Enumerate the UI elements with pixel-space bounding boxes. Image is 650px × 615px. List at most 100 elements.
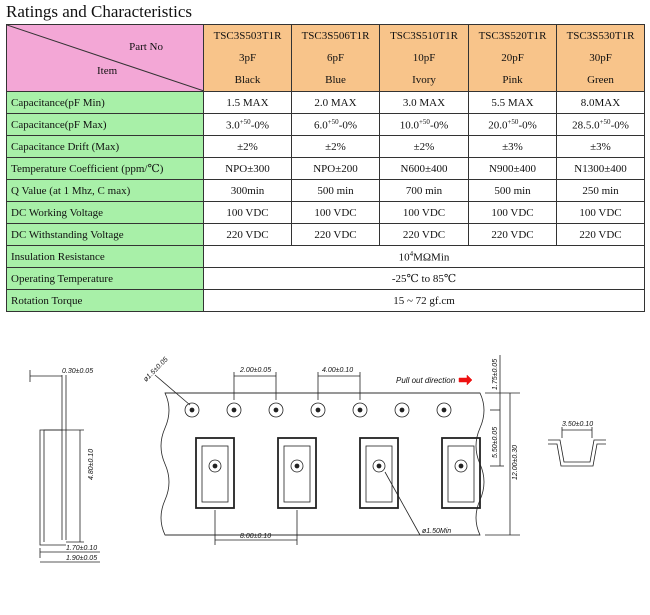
part-capacitance: 20pF bbox=[501, 52, 524, 64]
table-row: Capacitance(pF Min) 1.5 MAX 2.0 MAX 3.0 … bbox=[6, 91, 645, 114]
table-cell: 20.0+50-0% bbox=[468, 113, 557, 136]
part-code: TSC3S520T1R bbox=[478, 30, 547, 42]
value-post: MΩMin bbox=[413, 251, 450, 264]
cap-tolerance-minus: -0% bbox=[250, 119, 270, 132]
table-cell: 220 VDC bbox=[556, 223, 645, 246]
dim-label: 1.70±0.10 bbox=[66, 545, 97, 552]
table-cell: ±2% bbox=[291, 135, 380, 158]
dim-label: 1.75±0.05 bbox=[492, 359, 499, 390]
dim-label: 4.80±0.10 bbox=[88, 449, 95, 480]
ratings-table: Part No Item TSC3S503T1R 3pF Black TSC3S… bbox=[6, 24, 645, 312]
table-row: Temperature Coefficient (ppm/℃) NPO±300 … bbox=[6, 157, 645, 180]
table-cell: 500 min bbox=[291, 179, 380, 202]
table-cell: 28.5.0+50-0% bbox=[556, 113, 645, 136]
part-color: Green bbox=[587, 74, 614, 86]
part-no-label: Part No bbox=[129, 41, 163, 53]
cap-tolerance-plus: +50 bbox=[327, 117, 339, 126]
table-cell: 220 VDC bbox=[291, 223, 380, 246]
cap-tolerance-minus: -0% bbox=[518, 119, 537, 132]
dim-label: ø1.50Min bbox=[422, 528, 451, 535]
part-color: Black bbox=[234, 74, 261, 86]
table-cell: 10.0+50-0% bbox=[379, 113, 469, 136]
table-cell: 100 VDC bbox=[379, 201, 469, 224]
table-row: Capacitance(pF Max) 3.0+50-0% 6.0+50-0% … bbox=[6, 113, 645, 136]
part-item-header: Part No Item bbox=[6, 24, 204, 92]
row-label: DC Withstanding Voltage bbox=[6, 223, 204, 246]
table-cell: 100 VDC bbox=[291, 201, 380, 224]
part-header-5: TSC3S530T1R 30pF Green bbox=[556, 24, 645, 92]
tape-top-view bbox=[160, 392, 485, 536]
header-row: Part No Item TSC3S503T1R 3pF Black TSC3S… bbox=[6, 24, 645, 92]
dim-label: ø1.5±0.05 bbox=[142, 356, 169, 383]
cap-tolerance-plus: +50 bbox=[239, 117, 251, 126]
dim-label: 8.00±0.10 bbox=[240, 533, 271, 540]
table-row: DC Working Voltage 100 VDC 100 VDC 100 V… bbox=[6, 201, 645, 224]
table-cell: 100 VDC bbox=[468, 201, 557, 224]
dim-label: 4.00±0.10 bbox=[322, 367, 353, 374]
part-capacitance: 6pF bbox=[326, 52, 345, 64]
part-code: TSC3S510T1R bbox=[390, 30, 458, 42]
table-cell: 100 VDC bbox=[556, 201, 645, 224]
table-cell: 220 VDC bbox=[203, 223, 292, 246]
table-cell: ±2% bbox=[379, 135, 469, 158]
row-label: DC Working Voltage bbox=[6, 201, 204, 224]
cap-tolerance-minus: -0% bbox=[429, 119, 449, 132]
table-cell: 100 VDC bbox=[203, 201, 292, 224]
row-label: Temperature Coefficient (ppm/℃) bbox=[6, 157, 204, 180]
table-row: Insulation Resistance 104MΩMin bbox=[6, 245, 645, 268]
row-label: Operating Temperature bbox=[6, 267, 204, 290]
cap-base: 28.5.0 bbox=[572, 119, 600, 132]
part-capacitance: 30pF bbox=[589, 52, 612, 64]
table-row: Capacitance Drift (Max) ±2% ±2% ±2% ±3% … bbox=[6, 135, 645, 158]
table-cell: 3.0+50-0% bbox=[203, 113, 292, 136]
part-capacitance: 3pF bbox=[238, 52, 257, 64]
row-label: Capacitance(pF Min) bbox=[6, 91, 204, 114]
part-code: TSC3S503T1R bbox=[213, 30, 282, 42]
dim-label: 3.50±0.10 bbox=[562, 421, 593, 428]
cap-base: 3.0 bbox=[225, 119, 240, 132]
table-cell: 15 ~ 72 gf.cm bbox=[203, 289, 645, 312]
table-cell: 6.0+50-0% bbox=[291, 113, 380, 136]
table-cell: N600±400 bbox=[379, 157, 469, 180]
value-exponent: 4 bbox=[409, 249, 414, 258]
part-header-1: TSC3S503T1R 3pF Black bbox=[203, 24, 292, 92]
table-cell: 300min bbox=[203, 179, 292, 202]
table-row: Q Value (at 1 Mhz, C max) 300min 500 min… bbox=[6, 179, 645, 202]
table-cell: 500 min bbox=[468, 179, 557, 202]
row-label: Q Value (at 1 Mhz, C max) bbox=[6, 179, 204, 202]
cap-tolerance-plus: +50 bbox=[418, 117, 430, 126]
table-cell: 3.0 MAX bbox=[379, 91, 469, 114]
dim-label: 12.00±0.30 bbox=[512, 445, 519, 480]
cap-base: 10.0 bbox=[399, 119, 419, 132]
pull-out-arrow-icon bbox=[458, 374, 473, 386]
table-cell: ±3% bbox=[468, 135, 557, 158]
table-cell: N900±400 bbox=[468, 157, 557, 180]
row-label: Capacitance(pF Max) bbox=[6, 113, 204, 136]
pocket-section-view bbox=[548, 427, 606, 467]
table-cell: 1.5 MAX bbox=[203, 91, 292, 114]
table-row: Operating Temperature -25℃ to 85℃ bbox=[6, 267, 645, 290]
cap-base: 6.0 bbox=[313, 119, 328, 132]
table-cell: ±2% bbox=[203, 135, 292, 158]
table-cell: 700 min bbox=[379, 179, 469, 202]
table-cell: 2.0 MAX bbox=[291, 91, 380, 114]
row-label: Rotation Torque bbox=[6, 289, 204, 312]
page-title: Ratings and Characteristics bbox=[6, 2, 193, 21]
cap-tolerance-plus: +50 bbox=[507, 117, 519, 126]
part-capacitance: 10pF bbox=[412, 52, 436, 64]
cap-tolerance-minus: -0% bbox=[338, 119, 358, 132]
part-color: Blue bbox=[325, 74, 346, 86]
table-cell: -25℃ to 85℃ bbox=[203, 267, 645, 290]
part-header-4: TSC3S520T1R 20pF Pink bbox=[468, 24, 557, 92]
table-cell: 220 VDC bbox=[468, 223, 557, 246]
item-label: Item bbox=[97, 65, 118, 77]
dim-label: 2.00±0.05 bbox=[239, 367, 271, 374]
row-label: Insulation Resistance bbox=[6, 245, 204, 268]
table-row: Rotation Torque 15 ~ 72 gf.cm bbox=[6, 289, 645, 312]
diagonal-divider bbox=[7, 25, 203, 91]
row-label: Capacitance Drift (Max) bbox=[6, 135, 204, 158]
part-header-2: TSC3S506T1R 6pF Blue bbox=[291, 24, 380, 92]
tape-side-view bbox=[29, 370, 100, 563]
value-pre: 10 bbox=[398, 251, 410, 264]
tape-drawing: 0.30±0.05 4.80±0.10 1.70±0.10 1.90±0.05 … bbox=[29, 355, 606, 563]
